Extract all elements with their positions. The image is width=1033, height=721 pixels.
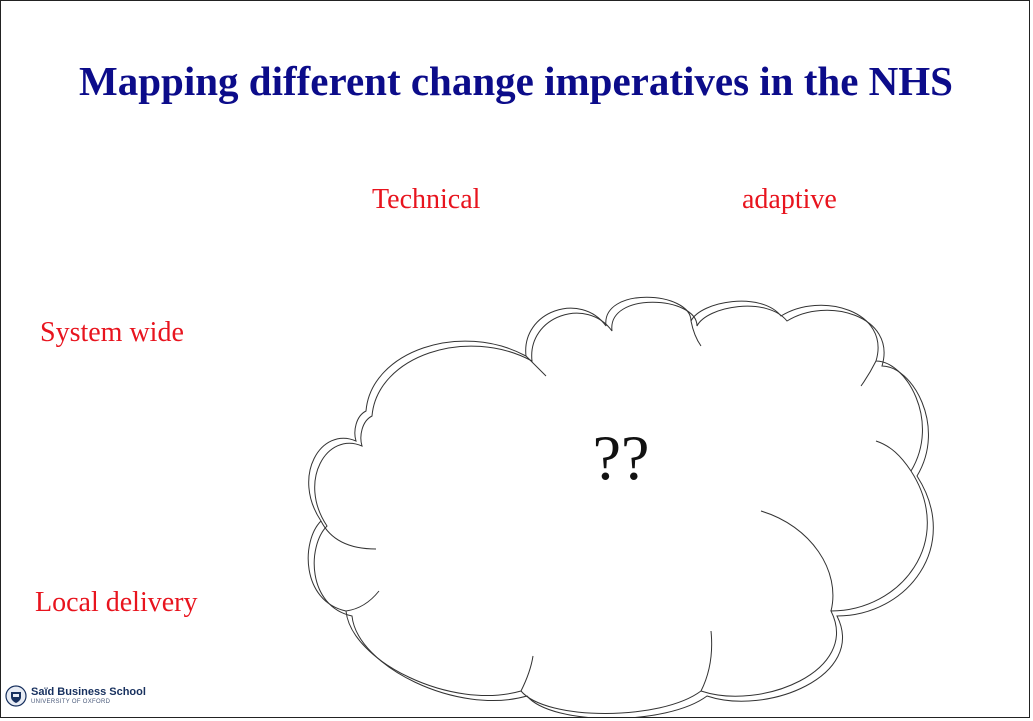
oxford-crest-icon — [5, 685, 27, 707]
column-label-technical: Technical — [372, 184, 481, 215]
cloud-inner-arc-right — [760, 510, 834, 612]
row-label-local-delivery: Local delivery — [35, 587, 198, 618]
cloud-inner-arc-top — [690, 320, 702, 347]
cloud-inner-arc-top-right — [860, 360, 877, 387]
center-question-text: ?? — [592, 422, 650, 493]
cloud-inner-arc-upper-right — [875, 440, 912, 472]
cloud-inner-arc-lower-left — [345, 590, 380, 612]
cloud-outline — [307, 296, 928, 714]
cloud-inner-arc-bottom-right — [700, 630, 713, 692]
logo-name: Saïd Business School — [31, 686, 146, 698]
logo-subtitle: UNIVERSITY OF OXFORD — [31, 699, 111, 705]
column-label-adaptive: adaptive — [742, 184, 837, 215]
cloud-inner-arc-bottom — [520, 655, 534, 692]
school-logo: Saïd Business School UNIVERSITY OF OXFOR… — [5, 685, 146, 707]
cloud-shadow-outline — [313, 301, 934, 717]
cloud-inner-arc-top-left — [525, 355, 547, 377]
cloud-inner-arc-left — [320, 520, 377, 550]
row-label-system-wide: System wide — [40, 317, 184, 348]
slide-title: Mapping different change imperatives in … — [79, 58, 953, 104]
